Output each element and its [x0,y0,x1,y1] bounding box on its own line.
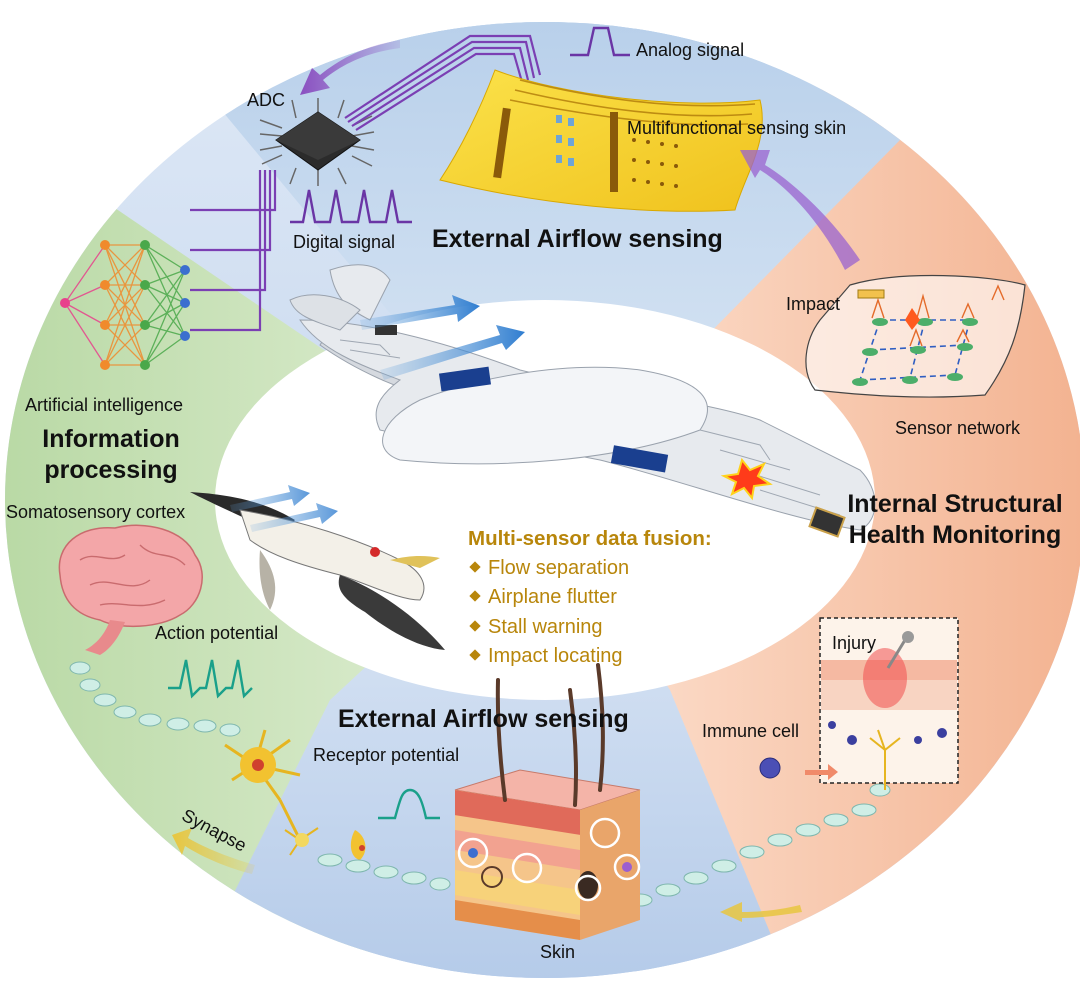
airplane [289,264,876,538]
skin-block [454,663,641,940]
internal-structural-line2: Health Monitoring [848,521,1062,549]
internal-structural-title: Internal Structural Health Monitoring [830,489,1080,551]
injury-label: Injury [832,633,877,653]
fusion-item-text: Stall warning [488,615,603,638]
diamond-bullet-icon [469,649,481,661]
digital-signal-wave [290,189,412,224]
external-airflow-bottom-title: External Airflow sensing [338,705,629,733]
action-potential-label: Action potential [155,623,279,643]
fusion-list: Multi-sensor data fusion: Flow separatio… [468,524,712,672]
purple-arrow-skin [740,150,860,270]
immune-cell-icon [759,757,781,779]
impact-burst-icon [720,457,773,501]
brain [58,524,203,655]
information-processing-line2: processing [44,456,178,484]
airflow-arrows-plane [360,295,525,380]
sensing-skin-sheet [439,69,763,212]
adc-label: ADC [247,90,286,110]
immune-arrow [720,902,802,922]
external-airflow-top-title: External Airflow sensing [432,225,723,253]
fusion-item: Airplane flutter [468,583,712,613]
information-processing-title: Information processing [32,424,190,486]
receptor-potential-label: Receptor potential [313,745,460,765]
sensor-network-panel [805,274,1026,398]
airflow-arrows-bird [230,485,338,532]
adc-wires [190,34,542,332]
fusion-title: Multi-sensor data fusion: [468,527,712,550]
immune-cell-label: Immune cell [702,721,800,741]
neural-network [60,240,190,370]
fusion-item: Stall warning [468,613,712,643]
purple-arrow-adc [300,40,400,95]
diamond-bullet-icon [469,590,481,602]
adc-chip [259,98,375,186]
fusion-item: Flow separation [468,554,712,584]
skin-label: Skin [540,942,576,962]
analog-signal-wave [570,26,630,57]
information-processing-line1: Information [42,425,180,453]
receptor-potential-wave [378,788,440,820]
action-potential-wave [168,659,253,699]
diamond-bullet-icon [469,620,481,632]
impact-label: Impact [786,294,841,314]
fusion-item: Impact locating [468,642,712,672]
digital-signal-label: Digital signal [293,232,396,252]
nerve-fiber [69,661,241,737]
diamond-bullet-icon [469,561,481,573]
fusion-item-text: Airplane flutter [488,586,617,608]
artificial-intelligence-label: Artificial intelligence [25,395,184,415]
immune-cell-arrow [805,764,838,780]
somatosensory-cortex-label: Somatosensory cortex [6,502,186,522]
internal-structural-line1: Internal Structural [847,490,1063,518]
fusion-item-text: Flow separation [488,556,630,579]
neuron-cell [224,729,366,860]
fusion-item-text: Impact locating [488,645,623,667]
injury-panel [819,617,959,790]
synapse-arrow [172,828,255,874]
sensing-skin-label: Multifunctional sensing skin [627,118,847,138]
nerve-fiber-bottom [317,853,451,891]
analog-signal-label: Analog signal [636,40,745,60]
sensor-network-label: Sensor network [895,418,1021,438]
